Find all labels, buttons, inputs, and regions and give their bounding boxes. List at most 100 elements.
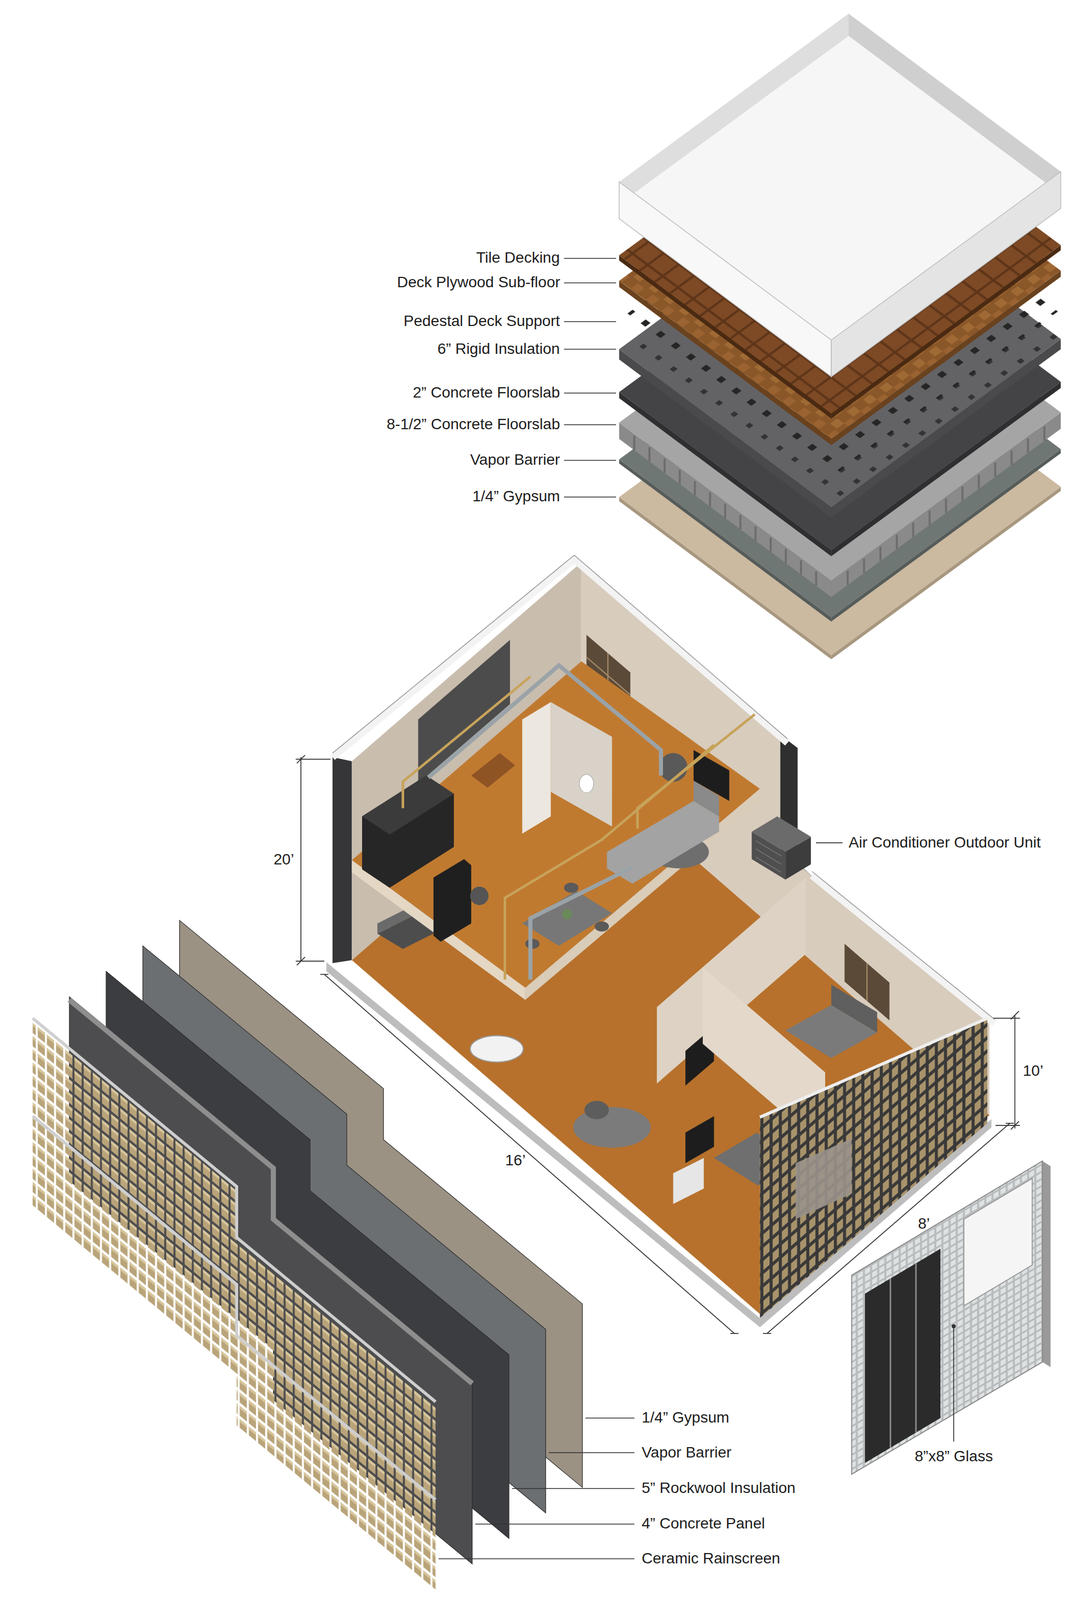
slab-rib [739,514,742,530]
label-holder: Vapor Barrier [641,1443,732,1462]
leader-line [512,1488,635,1489]
dimension-lines [1010,1121,1020,1130]
ceramic-rainscreen-layer [32,1022,436,1590]
roof-tray [619,36,1062,363]
window-module [851,1161,1043,1474]
house-cutaway [351,661,760,988]
slab-rib [1043,426,1046,441]
label-holder: 2” Concrete Floorslab [412,383,560,402]
house-cutaway [470,1035,524,1063]
part-label: 8-1/2” Concrete Floorslab [386,415,560,434]
label-holder: 8’ [917,1215,931,1233]
house-cutaway [561,909,573,920]
label-holder: Tile Decking [476,249,560,267]
dimension-label: 20’ [273,850,294,869]
house-cutaway [831,984,878,1033]
slab-rib [769,537,772,552]
label-holder: Pedestal Deck Support [403,312,560,330]
dimension-lines [993,1017,1021,1020]
slab-rib [1027,438,1030,453]
label-holder: 4” Concrete Panel [641,1514,766,1533]
part-label: Air Conditioner Outdoor Unit [848,833,1041,852]
dimension-lines [762,1333,772,1335]
part-label: 1/4” Gypsum [641,1408,730,1427]
part-label: Pedestal Deck Support [403,312,560,330]
window-module [915,1263,917,1433]
slab-rib [1010,450,1014,465]
dimension-lines [1005,1122,1015,1124]
leader-line [564,321,617,322]
dimension-lines [297,755,306,764]
dimension-label: 16’ [505,1151,526,1170]
part-label: 6” Rigid Insulation [437,340,560,358]
label-holder: Vapor Barrier [470,451,560,469]
leader-line [564,496,617,498]
label-holder: 6” Rigid Insulation [437,340,560,358]
house-cutaway [780,734,816,880]
slab-rib [800,560,803,575]
dimension-lines [767,1123,1011,1334]
roof-assembly [619,13,1062,660]
house-cutaway [685,1116,714,1164]
label-holder: Deck Plywood Sub-floor [397,273,561,292]
slab-rib [911,522,915,537]
part-label: 2” Concrete Floorslab [412,383,560,402]
house-cutaway [362,775,454,888]
window-module [1042,1161,1051,1367]
dimension-label: 8’ [917,1215,931,1233]
house-cutaway [332,757,352,964]
slab-rib [633,435,636,450]
house-cutaway [505,744,715,980]
window-module [865,1248,941,1464]
label-holder: 8”x8” Glass [914,1447,993,1466]
leader-dot [951,1324,956,1329]
roof-tray [831,171,1061,377]
dimension-lines [1010,1011,1020,1020]
label-holder: 1/4” Gypsum [472,487,560,506]
dimension-lines [815,842,843,844]
ceramic-rainscreen-layer [32,1018,436,1590]
slab-rib [879,546,882,561]
dimension-lines [320,974,329,976]
label-holder: Air Conditioner Outdoor Unit [848,833,1041,852]
dimension-lines [295,755,1021,1442]
dimension-lines [300,757,302,962]
house-cutaway [751,816,811,852]
roof-tray [619,181,832,377]
house-cutaway [530,867,633,980]
leader-line [475,1523,635,1525]
slab-rib [944,498,947,513]
house-cutaway [525,788,761,1000]
house-cutaway [673,1158,704,1205]
part-label: Ceramic Rainscreen [641,1549,781,1568]
part-label: Vapor Barrier [470,451,560,469]
window-module [851,1161,1051,1474]
house-cutaway [471,753,515,789]
house-cutaway [362,775,454,835]
leader-line [564,392,617,394]
dimension-lines [1014,1015,1016,1129]
house-cutaway [433,859,472,942]
slab-rib [754,526,757,541]
slab-rib [708,492,712,507]
house-cutaway [755,849,782,865]
rainscreen-rail [32,1116,436,1500]
slab-rib [815,571,818,586]
part-label: 1/4” Gypsum [472,487,560,506]
house-cutaway [659,753,688,782]
leader-line [585,1417,635,1419]
slab-rib [978,474,981,489]
house-cutaway [759,1018,988,1118]
house-cutaway [755,840,782,857]
leader-line [564,424,617,425]
window-module [889,1278,892,1448]
slab-rib [994,462,997,477]
slab-rib [694,481,697,496]
house-cutaway [470,886,489,906]
slab-rib [724,503,727,518]
house-cutaway [428,665,661,778]
part-label: 4” Concrete Panel [641,1514,766,1533]
house-cutaway [564,882,579,893]
dimension-lines [730,1333,739,1335]
